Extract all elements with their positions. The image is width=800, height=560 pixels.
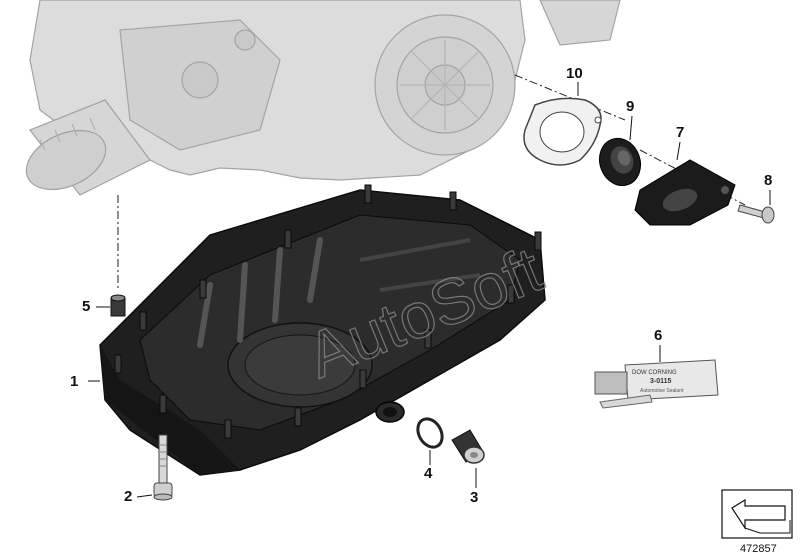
sleeve-part-5: [110, 294, 126, 317]
callout-10: 10: [566, 65, 583, 82]
screw-part-8: [737, 204, 775, 224]
seal-ring-part-4: [416, 417, 444, 449]
direction-arrow-icon: [721, 489, 793, 539]
gasket-part-10: [523, 97, 602, 166]
callout-7: 7: [676, 124, 685, 141]
reference-number: 472857: [740, 543, 777, 555]
callout-8: 8: [764, 172, 773, 189]
sealant-brand: DOW CORNING: [632, 370, 677, 376]
callout-leaders: [88, 82, 771, 498]
drain-plug-part-3: [451, 429, 485, 464]
holder-part-7: [634, 159, 736, 226]
sealant-note: Automotive Sealant: [640, 388, 684, 394]
bolt-part-2: [153, 434, 173, 501]
callout-6: 6: [654, 327, 663, 344]
sealant-tube-part-6: DOW CORNING 3-0115 Automotive Sealant: [594, 359, 719, 409]
engine-block: [29, 0, 621, 181]
callout-2: 2: [124, 488, 133, 505]
callout-9: 9: [626, 98, 635, 115]
sealant-product: 3-0115: [650, 378, 672, 385]
callout-1: 1: [70, 373, 79, 390]
callout-3: 3: [470, 489, 479, 506]
callout-5: 5: [82, 298, 91, 315]
shaft-seal-part-9: [598, 137, 642, 187]
oil-filter: [25, 99, 151, 196]
callout-4: 4: [424, 465, 433, 482]
oil-pan: [99, 184, 546, 476]
